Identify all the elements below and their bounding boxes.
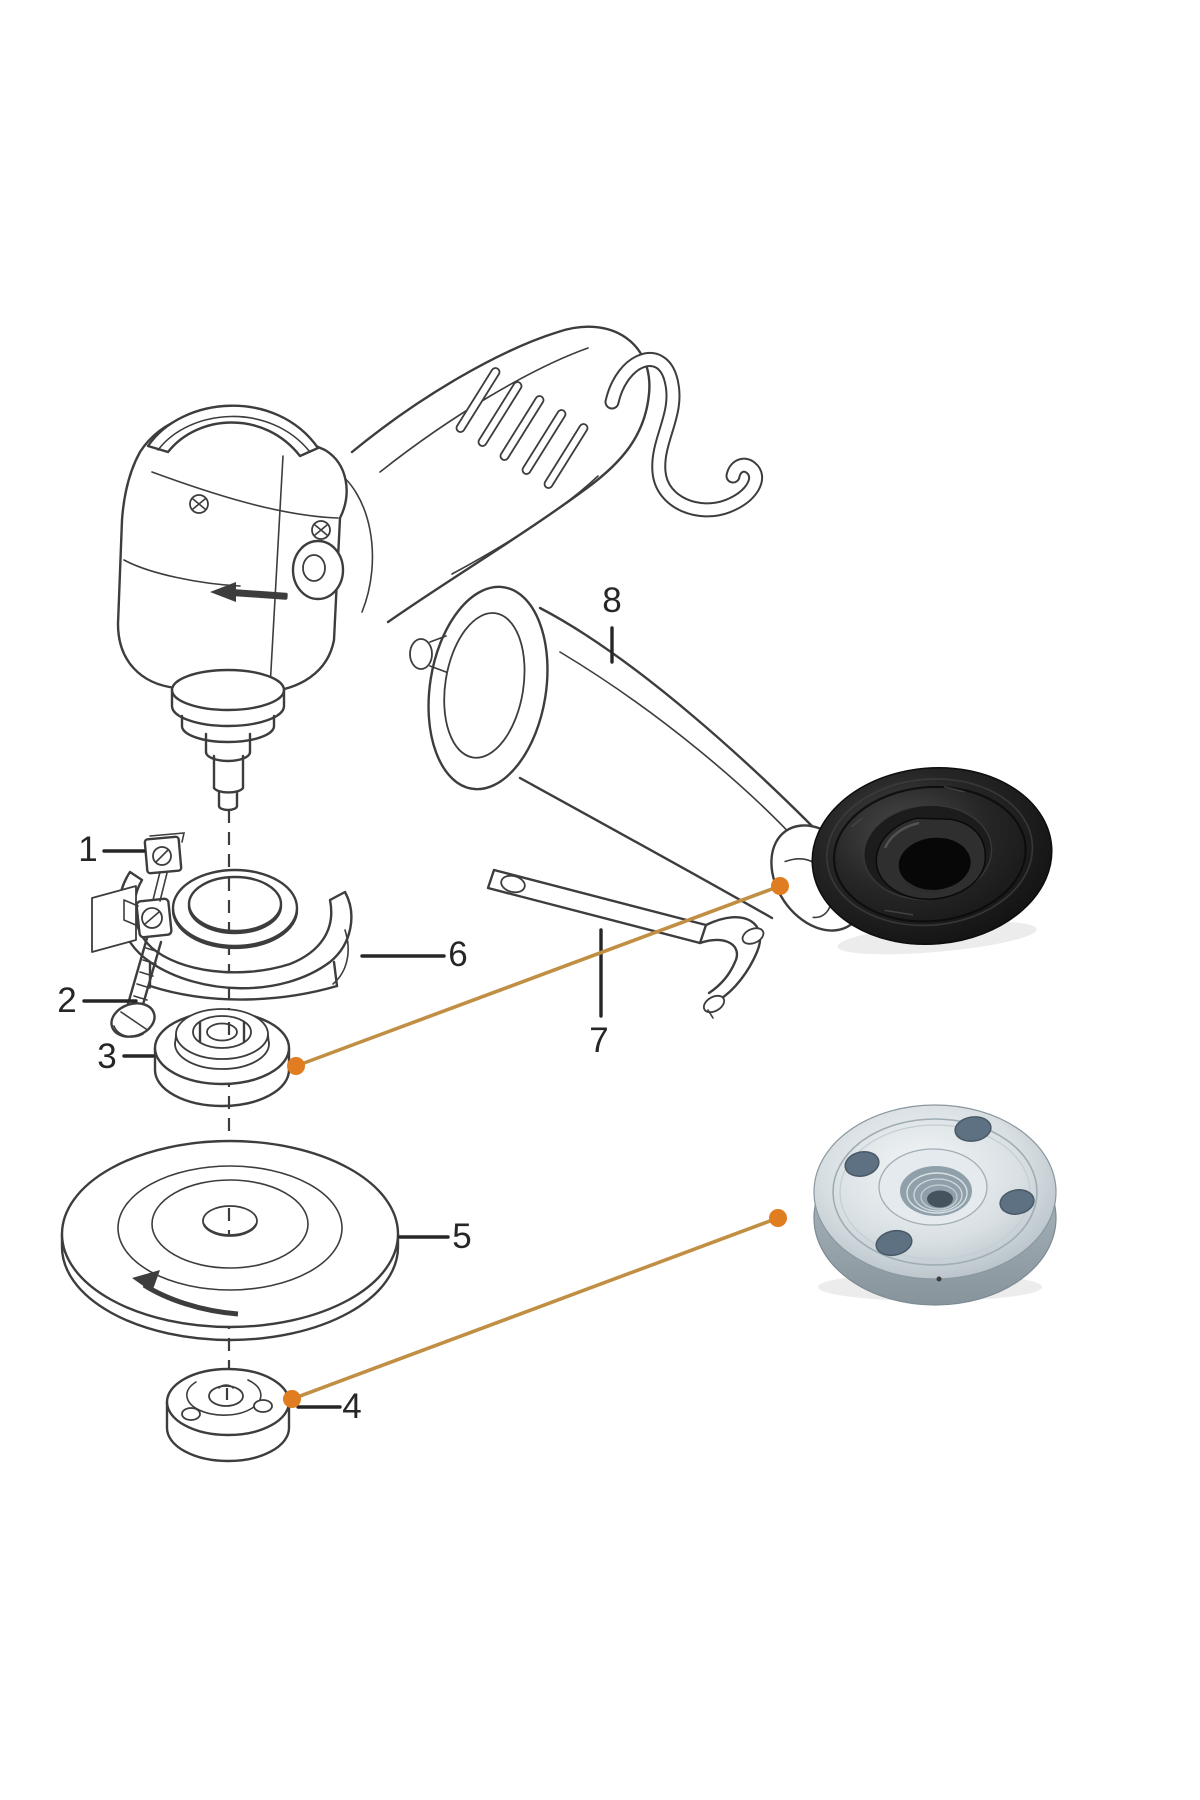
callout-label-3: 3 [97, 1037, 116, 1076]
angle-grinder-drawing [116, 325, 866, 932]
clamp-nut [143, 832, 186, 902]
pin-spanner-wrench [486, 868, 765, 1019]
callout-label-2: 2 [57, 981, 76, 1020]
side-handle [409, 585, 866, 932]
callout-label-8: 8 [602, 581, 621, 620]
pin-hole [954, 1116, 992, 1142]
clamp-screw [110, 936, 163, 1038]
callout-label-5: 5 [452, 1217, 471, 1256]
callout-label-4: 4 [342, 1387, 361, 1426]
callout-label-7: 7 [589, 1021, 608, 1060]
zinc-lock-nut-photo [813, 1104, 1057, 1306]
pin-hole [875, 1229, 913, 1257]
connector-dot [771, 877, 789, 895]
bail-handle [146, 404, 320, 458]
grinding-wheel-disc [60, 1139, 400, 1342]
head-screw [311, 520, 331, 540]
photo-connectors [283, 877, 789, 1408]
gear-head [116, 404, 348, 694]
inner-flange [153, 1008, 291, 1108]
callout-label-6: 6 [448, 935, 467, 974]
outer-flange-lock-nut [165, 1367, 291, 1463]
clamp-block [123, 897, 173, 939]
handle-stud [409, 638, 433, 670]
power-cord [604, 352, 764, 518]
pin-hole [844, 1150, 880, 1178]
guard-wing [91, 885, 137, 953]
axis-through-holes [225, 878, 231, 1400]
head-screw [189, 494, 209, 514]
wheel-guard-assembly [91, 832, 353, 1038]
pin-hole [999, 1189, 1035, 1215]
disc-rotation-arrow [132, 1270, 239, 1317]
motor-housing [331, 325, 651, 624]
callout-label-1: 1 [78, 830, 97, 869]
connector-nut-to-photo [290, 1216, 780, 1401]
vent-slots [455, 367, 589, 489]
connector-dot [283, 1390, 301, 1408]
connector-flange-to-photo [294, 884, 782, 1068]
spindle [170, 668, 286, 812]
connector-dot [769, 1209, 787, 1227]
black-inner-flange-photo [811, 766, 1053, 955]
rotation-direction-arrow [210, 582, 288, 602]
spindle-lock-button [291, 539, 345, 601]
callouts: 1 2 3 4 5 6 7 8 [57, 581, 621, 1426]
connector-dot [287, 1057, 305, 1075]
